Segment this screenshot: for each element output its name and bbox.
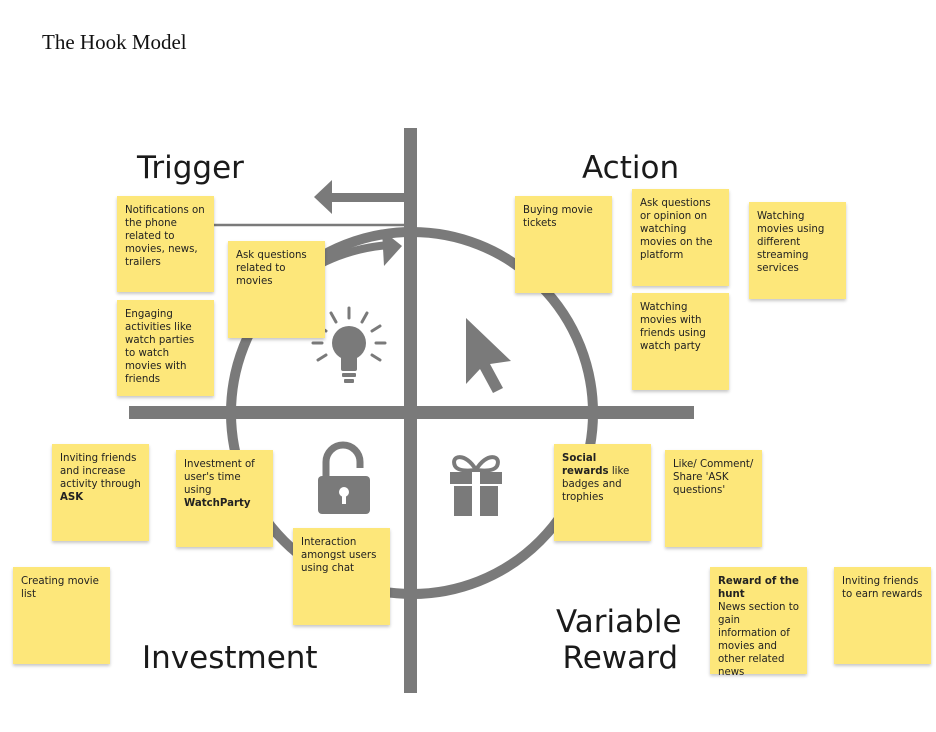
note-text: Investment of user's time using xyxy=(184,459,255,496)
sticky-note-investment-inviting-friends[interactable]: Inviting friends and increase activity t… xyxy=(52,444,149,541)
sticky-note-action-streaming[interactable]: Watching movies using different streamin… xyxy=(749,202,846,299)
sticky-note-action-watch-party[interactable]: Watching movies with friends using watch… xyxy=(632,293,729,390)
investment-label: Investment xyxy=(142,640,318,676)
cursor-arrow-icon xyxy=(466,318,511,393)
top-arrow-shaft xyxy=(322,193,410,202)
sticky-note-investment-watchparty[interactable]: Investment of user's time using WatchPar… xyxy=(176,450,273,547)
page-title: The Hook Model xyxy=(42,30,187,54)
sticky-note-investment-movie-list[interactable]: Creating movie list xyxy=(13,567,110,664)
sticky-note-reward-like-comment[interactable]: Like/ Comment/ Share 'ASK questions' xyxy=(665,450,762,547)
note-text: like badges and trophies xyxy=(562,466,630,503)
note-text: Inviting friends and increase activity t… xyxy=(60,453,141,490)
note-bold-text: Social rewards xyxy=(562,453,609,477)
note-bold-text: Reward of the hunt xyxy=(718,576,799,600)
action-label: Action xyxy=(582,150,680,186)
top-arrowhead xyxy=(314,180,332,214)
note-text: News section to gain information of movi… xyxy=(718,602,799,678)
unlocked-padlock-icon xyxy=(318,441,370,514)
variable-reward-line1: Variable xyxy=(556,604,682,640)
sticky-note-investment-chat[interactable]: Interaction amongst users using chat xyxy=(293,528,390,625)
gift-icon xyxy=(450,455,502,516)
sticky-note-reward-inviting-friends[interactable]: Inviting friends to earn rewards xyxy=(834,567,931,664)
variable-reward-label: Variable Reward xyxy=(556,604,682,676)
sticky-note-trigger-watch-parties[interactable]: Engaging activities like watch parties t… xyxy=(117,300,214,396)
sticky-note-action-ask-opinion[interactable]: Ask questions or opinion on watching mov… xyxy=(632,189,729,286)
variable-reward-line2: Reward xyxy=(562,640,678,676)
lightbulb-icon xyxy=(311,306,387,383)
horizontal-axis xyxy=(129,406,694,419)
sticky-note-trigger-notifications[interactable]: Notifications on the phone related to mo… xyxy=(117,196,214,292)
note-bold-text: ASK xyxy=(60,492,84,503)
trigger-label: Trigger xyxy=(137,150,244,186)
trigger-arrowhead xyxy=(382,230,402,266)
sticky-note-action-buying-tickets[interactable]: Buying movie tickets xyxy=(515,196,612,293)
sticky-note-trigger-ask-questions[interactable]: Ask questions related to movies xyxy=(228,241,325,338)
sticky-note-reward-social[interactable]: Social rewards like badges and trophies xyxy=(554,444,651,541)
note-bold-text: WatchParty xyxy=(184,498,251,509)
